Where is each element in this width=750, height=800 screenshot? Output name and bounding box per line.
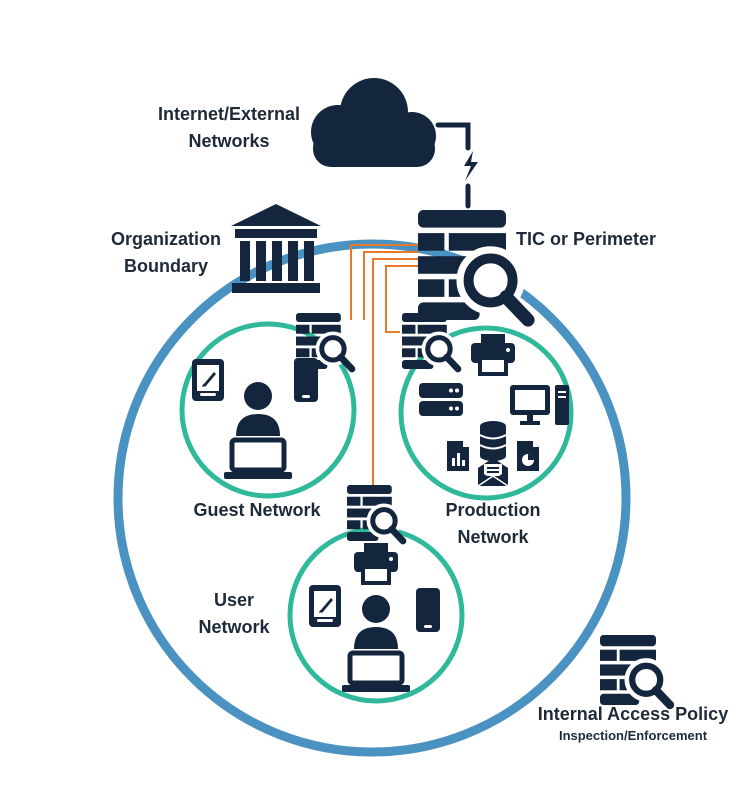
traffic-flow-lines [350,244,418,490]
user-label-line-2: Network [198,617,270,637]
document-chart-icon [447,441,469,471]
tablet-icon [192,359,224,401]
cloud-icon [311,78,436,167]
user-firewall-icon [347,485,403,541]
tablet-icon [309,585,341,627]
internal-access-firewall-icon [600,635,670,705]
internet-label-line-2: Networks [188,131,270,151]
tic-firewall-icon [418,210,528,320]
production-label-line-1: Production [445,500,541,520]
internal-access-policy-title: Internal Access Policy [537,704,729,724]
production-firewall-icon [402,313,458,369]
production-label-line-2: Network [457,527,529,547]
internet-label: Internet/External Networks [134,101,324,155]
user-label-line-1: User [213,590,255,610]
document-pie-icon [517,441,539,471]
database-icon [479,420,507,462]
organization-label-line-1: Organization [110,229,221,249]
internal-access-policy-subtitle: Inspection/Enforcement [558,728,708,743]
phone-icon [294,358,318,402]
lightning-icon [464,151,478,181]
bank-building-icon [231,204,321,293]
production-network-label: Production Network [428,497,558,551]
guest-network-label: Guest Network [193,500,321,520]
organization-label: Organization Boundary [96,226,236,280]
internet-label-line-1: Internet/External [157,104,301,124]
tic-label: TIC or Perimeter [516,229,657,249]
phone-icon [416,588,440,632]
user-network-label: User Network [186,587,282,641]
cloud-connection-line [435,122,471,151]
organization-label-line-2: Boundary [123,256,208,276]
